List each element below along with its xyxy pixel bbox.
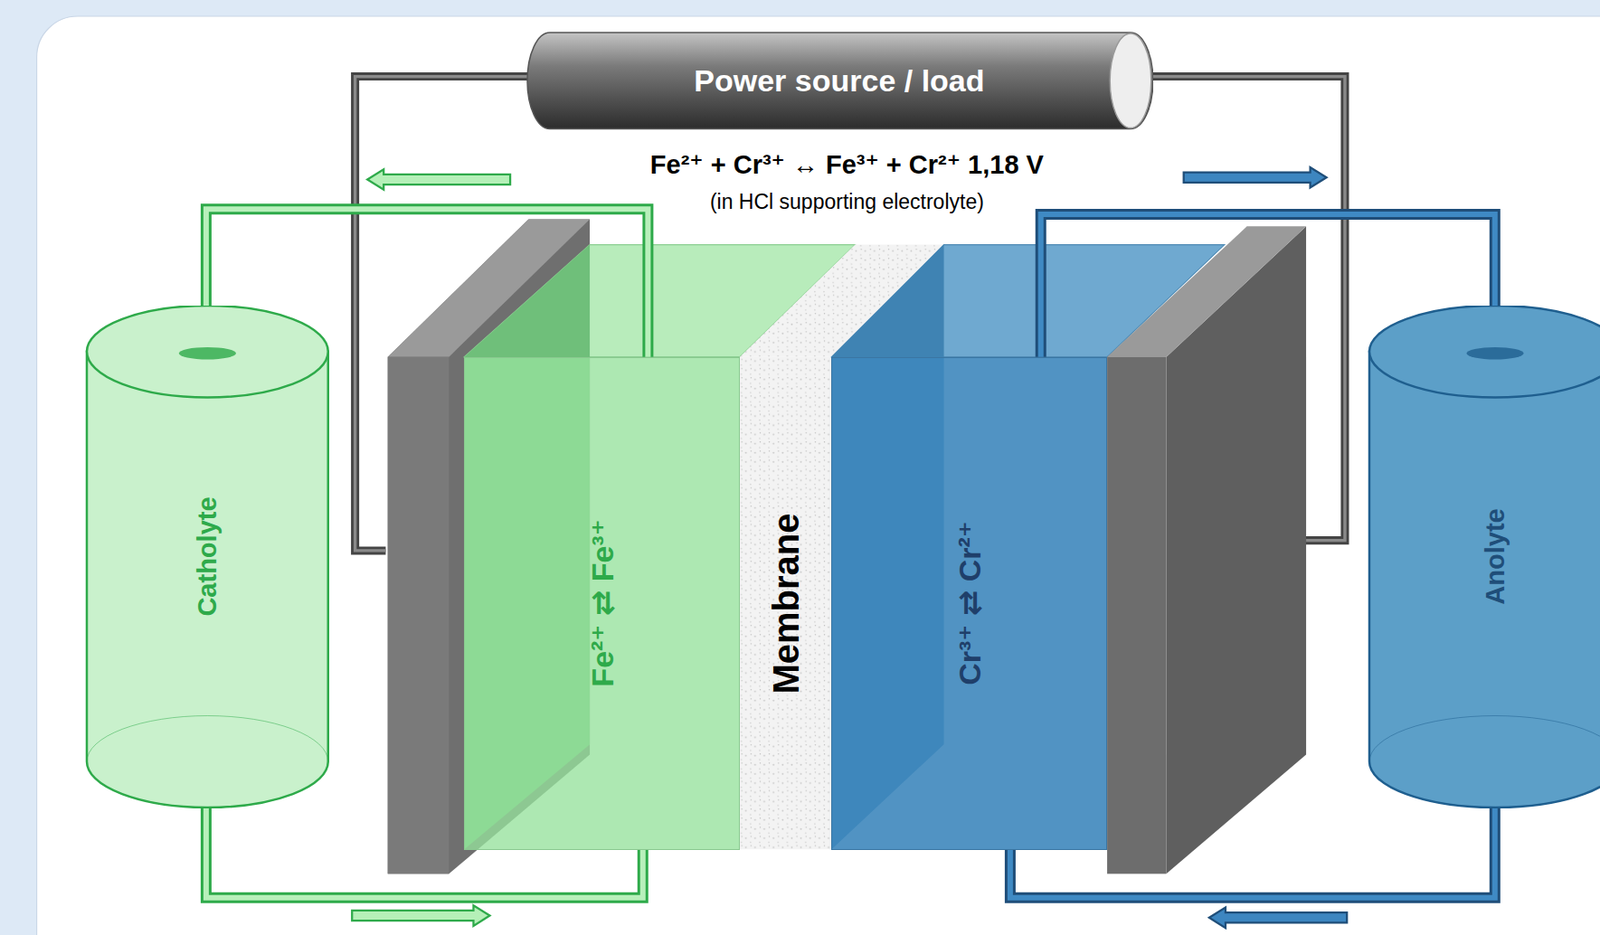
node-label: Power source / load xyxy=(693,63,985,99)
tank-port xyxy=(1466,347,1524,360)
node-label: Cr³⁺ ⇄ Cr²⁺ xyxy=(951,521,988,687)
electrode-top xyxy=(1107,226,1307,357)
tank-top xyxy=(1369,305,1600,398)
electrode xyxy=(1107,357,1166,875)
node-label: Catholyte xyxy=(191,497,222,617)
drum-body xyxy=(527,32,1154,130)
flow-arrows xyxy=(351,167,1347,928)
flow-arrow xyxy=(1209,908,1347,929)
membrane-face xyxy=(739,357,833,851)
tank: Catholyte xyxy=(85,305,331,808)
node-label: Anolyte xyxy=(1479,509,1510,606)
membrane: Membrane xyxy=(739,357,833,851)
tank-top xyxy=(86,305,329,398)
tank: Anolyte xyxy=(1367,305,1600,808)
tank-port xyxy=(178,347,236,360)
reaction-label: (in HCl supporting electrolyte) xyxy=(710,189,985,215)
tank-body xyxy=(1369,351,1600,808)
flow-arrow xyxy=(351,905,490,927)
tank-bottom xyxy=(86,716,329,809)
half-cell: Fe²⁺ ⇄ Fe³⁺ xyxy=(463,357,740,851)
drum-end xyxy=(1109,33,1152,129)
electrode xyxy=(388,357,450,875)
reaction-label: Fe²⁺ + Cr³⁺ ↔ Fe³⁺ + Cr²⁺ 1,18 V xyxy=(650,149,1044,180)
flow-arrow xyxy=(367,169,511,190)
half-cell: Cr³⁺ ⇄ Cr²⁺ xyxy=(831,357,1108,851)
node-label: Membrane xyxy=(765,512,806,694)
tank-bottom xyxy=(1369,716,1600,809)
node-label: Fe²⁺ ⇄ Fe³⁺ xyxy=(584,520,621,688)
tank-body xyxy=(86,351,329,808)
power-source-box: Power source / load xyxy=(525,30,1154,132)
panel xyxy=(37,16,1600,935)
flow-arrow xyxy=(1183,167,1327,189)
